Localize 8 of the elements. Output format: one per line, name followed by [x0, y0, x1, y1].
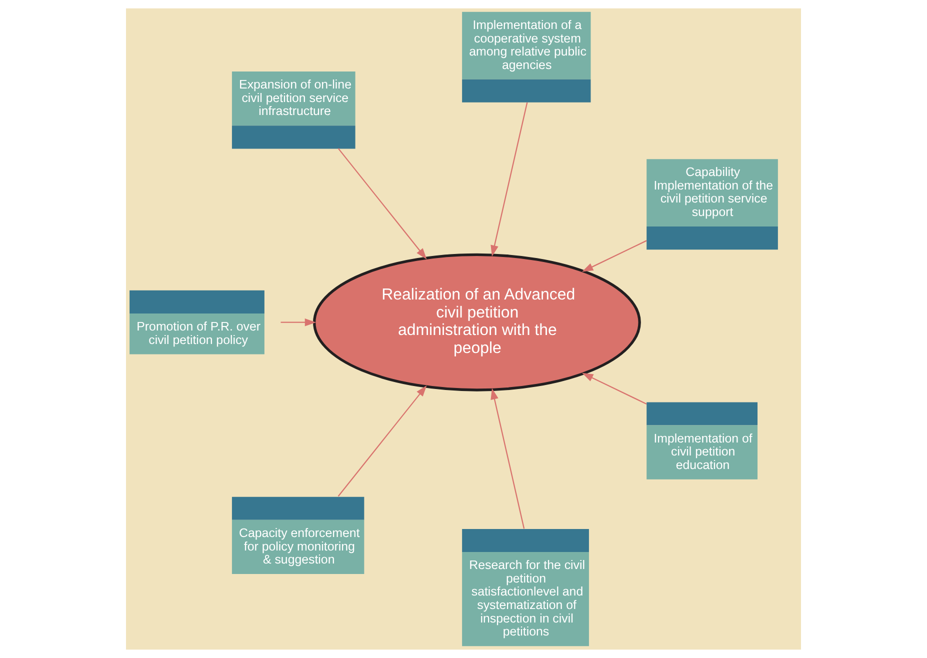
node-ellipse: Realization of an Advanced civil petition administration with the people — [313, 253, 641, 392]
arrow — [490, 388, 525, 529]
arrow — [338, 385, 427, 497]
arrow — [280, 318, 316, 326]
arrow — [338, 148, 427, 260]
arrow — [490, 102, 528, 257]
arrow — [582, 372, 647, 404]
arrow — [582, 240, 647, 272]
